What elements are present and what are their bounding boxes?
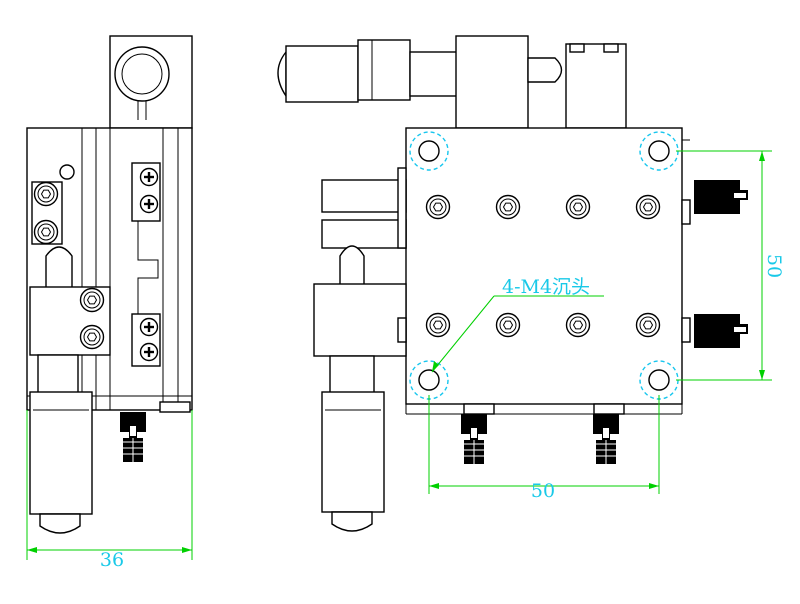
front-view bbox=[277, 35, 748, 532]
side-width-label: 36 bbox=[100, 549, 124, 571]
front-right-lock-knob-1 bbox=[694, 180, 748, 214]
front-top-housing bbox=[455, 35, 529, 129]
front-left-clamp bbox=[313, 283, 407, 357]
side-phillips-1 bbox=[139, 167, 159, 187]
side-phillips-3 bbox=[139, 317, 159, 337]
side-cap-screw-1 bbox=[33, 181, 59, 207]
front-main-plate bbox=[405, 127, 683, 405]
dimension-front-height: 50 bbox=[676, 150, 785, 381]
side-lock-knob bbox=[119, 411, 147, 463]
front-micrometer-thimble bbox=[285, 45, 359, 103]
side-knob-inner bbox=[121, 53, 163, 95]
side-view bbox=[26, 35, 193, 534]
side-cap-screw-4 bbox=[79, 324, 105, 350]
side-micrometer-barrel bbox=[29, 391, 93, 515]
side-cap-screw-2 bbox=[33, 219, 59, 245]
side-knob-outer bbox=[114, 46, 170, 102]
front-bottom-lock-knob-1 bbox=[460, 413, 488, 465]
front-width-label: 50 bbox=[531, 480, 555, 502]
side-rod bbox=[45, 246, 73, 291]
side-phillips-2 bbox=[139, 194, 159, 214]
hole-callout-label: 4-M4沉头 bbox=[502, 276, 590, 298]
dimension-side-width: 36 bbox=[26, 410, 193, 571]
hole-callout: 4-M4沉头 bbox=[431, 276, 604, 373]
side-cap-screw-3 bbox=[79, 287, 105, 313]
dimension-front-width: 50 bbox=[428, 395, 660, 502]
side-small-hole bbox=[59, 164, 75, 180]
front-height-label: 50 bbox=[763, 254, 785, 278]
front-right-lock-knob-2 bbox=[694, 314, 748, 348]
front-micrometer-barrel bbox=[321, 391, 385, 513]
side-phillips-4 bbox=[139, 342, 159, 362]
front-bottom-lock-knob-2 bbox=[592, 413, 620, 465]
